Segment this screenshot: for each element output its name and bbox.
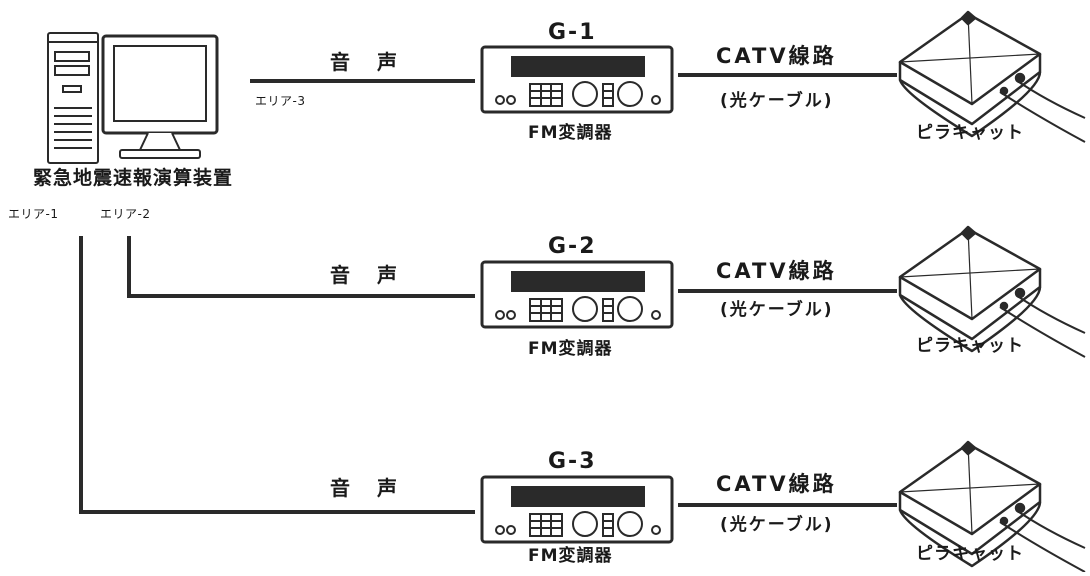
- receiver-icon: [898, 10, 1086, 143]
- cable-label: (光ケーブル): [720, 91, 834, 111]
- modulator-id: G-3: [548, 449, 597, 474]
- modulator-id: G-2: [548, 234, 597, 259]
- wire-area1: [79, 236, 475, 514]
- audio-label: 音 声: [330, 263, 407, 287]
- catv-line-label: CATV線路: [716, 44, 837, 68]
- audio-label: 音 声: [330, 476, 407, 500]
- computer-label: 緊急地震速報演算装置: [33, 167, 234, 189]
- modulator-label: FM変調器: [528, 123, 613, 143]
- cable-label: (光ケーブル): [720, 300, 834, 320]
- modulator-label: FM変調器: [528, 546, 613, 566]
- computer-icon: [47, 32, 219, 164]
- area-3-label: エリア-3: [255, 94, 306, 108]
- cable-label: (光ケーブル): [720, 515, 834, 535]
- wire-area2: [127, 236, 475, 298]
- modulator-label: FM変調器: [528, 339, 613, 359]
- catv-line-label: CATV線路: [716, 259, 837, 283]
- modulator-id: G-1: [548, 20, 597, 45]
- fm-modulator-icon: [480, 475, 674, 544]
- receiver-icon: [898, 440, 1086, 573]
- receiver-icon: [898, 225, 1086, 358]
- wires: [79, 73, 897, 514]
- area-2-label: エリア-2: [100, 207, 151, 221]
- receiver-label: ピラキャット: [916, 123, 1024, 143]
- fm-modulator-icon: [480, 260, 674, 329]
- audio-label: 音 声: [330, 50, 407, 74]
- fm-modulator-icon: [480, 45, 674, 114]
- area-1-label: エリア-1: [8, 207, 59, 221]
- receiver-label: ピラキャット: [916, 336, 1024, 356]
- catv-line-label: CATV線路: [716, 472, 837, 496]
- receiver-label: ピラキャット: [916, 544, 1024, 564]
